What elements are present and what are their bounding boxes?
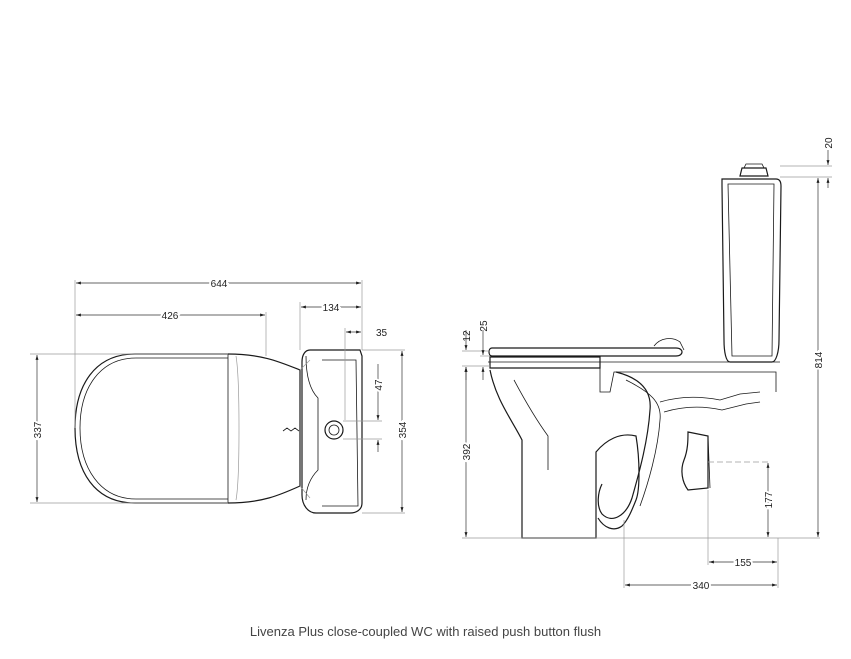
figure-caption: Livenza Plus close-coupled WC with raise… — [249, 624, 602, 639]
side-push-button — [739, 167, 769, 177]
plan-logo-mark — [282, 427, 300, 432]
dim-label-644: 644 — [211, 279, 228, 290]
dim-label-134: 134 — [323, 303, 340, 314]
side-cistern-outline — [721, 178, 782, 363]
dim-label-426: 426 — [162, 311, 179, 322]
side-bowl-outline — [489, 369, 640, 539]
plan-push-button — [324, 420, 344, 440]
side-trap — [597, 371, 651, 519]
dim-label-177: 177 — [764, 491, 775, 508]
dim-label-35: 35 — [376, 328, 388, 339]
plan-seat-outline — [79, 357, 228, 500]
dim-label-340: 340 — [693, 581, 710, 592]
dim-label-354: 354 — [398, 421, 409, 438]
dim-label-20: 20 — [824, 137, 835, 149]
dim-label-25: 25 — [479, 320, 490, 332]
plan-bowl-outline — [74, 353, 301, 504]
dim-label-337: 337 — [33, 421, 44, 438]
side-seat — [489, 356, 601, 369]
dim-label-814: 814 — [814, 351, 825, 368]
side-lid — [488, 347, 683, 357]
plan-view: 644 426 134 35 337 354 47 — [30, 277, 411, 514]
dim-label-392: 392 — [462, 443, 473, 460]
dim-label-155: 155 — [735, 558, 752, 569]
dim-label-47: 47 — [374, 379, 385, 391]
side-view: 20 814 12 25 392 177 155 340 — [460, 137, 835, 594]
side-outlet — [681, 431, 709, 491]
plan-cistern-outline — [301, 349, 363, 514]
dim-label-12: 12 — [462, 330, 473, 342]
